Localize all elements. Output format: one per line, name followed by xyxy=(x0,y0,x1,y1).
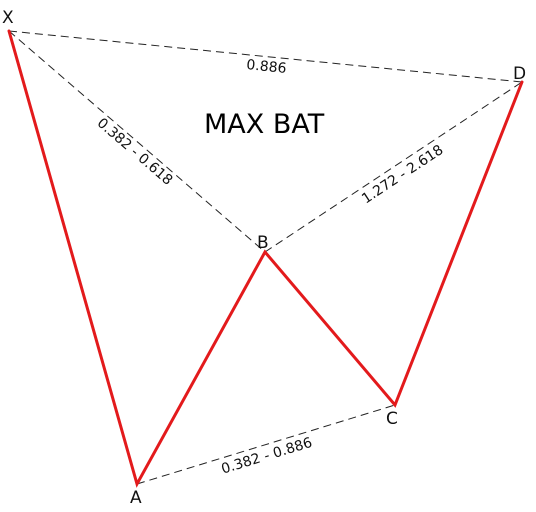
ratio-label-bd: 1.272 - 2.618 xyxy=(359,142,446,207)
ratio-label-xd: 0.886 xyxy=(246,57,288,77)
ratio-label-ac: 0.382 - 0.886 xyxy=(219,435,314,478)
ratio-line-xd xyxy=(8,30,523,83)
point-label-a: A xyxy=(130,488,142,508)
point-label-c: C xyxy=(386,409,398,429)
ratio-line-ac xyxy=(136,404,396,485)
point-label-x: X xyxy=(2,8,14,28)
ratio-line-xb xyxy=(8,30,266,253)
point-label-b: B xyxy=(257,233,269,253)
pattern-title: MAX BAT xyxy=(204,109,325,140)
ratio-line-bd xyxy=(264,81,523,253)
ratio-label-xb: 0.382 - 0.618 xyxy=(94,115,176,189)
point-label-d: D xyxy=(513,64,526,84)
pattern-legs xyxy=(7,29,524,488)
